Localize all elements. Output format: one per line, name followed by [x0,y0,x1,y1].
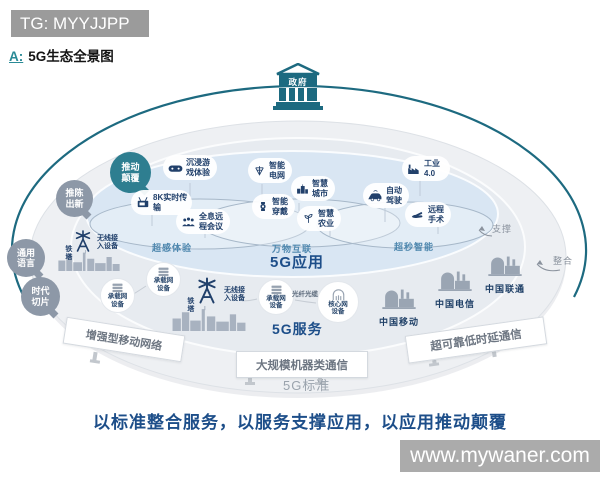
app-smart-grid: 智能电网 [248,158,292,184]
zone-label-5g-service: 5G服务 [272,321,323,337]
tv-icon [137,197,149,208]
tg-badge: TG: MYYJJPP [11,10,149,37]
zone-label-5g-standard: 5G标准 [283,378,331,393]
iron-tower-label: 铁塔 [65,246,73,261]
factory-icon [408,164,419,174]
app-immersive-gaming: 沉浸游戏体验 [163,155,217,181]
app-holographic-meeting: 全息远程会议 [176,209,230,235]
bubble-disruption-label: 推动颠覆 [121,162,140,183]
section-title: 5G生态全景图 [28,49,114,64]
power-grid-icon [255,166,264,176]
car-icon [368,190,382,202]
surgery-hand-icon [411,212,423,219]
wireless-access-label: 无线接入设备 [97,235,118,251]
app-industry-40: 工业4.0 [402,156,450,182]
government-building-icon [273,62,323,110]
carrier-china-telecom: 中国电信 [428,266,482,310]
iron-tower-icon [73,230,93,252]
app-label: 智能穿戴 [272,197,288,216]
node-label: 核心网设备 [328,300,348,315]
annotation-integrate: 整合 [553,256,574,266]
plant-building-icon [435,266,475,291]
watermark: www.mywaner.com [400,440,600,472]
carrier-china-mobile: 中国移动 [372,284,426,328]
core-network-icon [332,288,344,300]
app-ellipse-label-iot: 万物互联 [272,244,313,254]
watch-icon [260,202,266,212]
app-label: 8K实时传输 [153,193,188,212]
bubble-era-slice: 时代切片 [21,277,60,316]
section-letter: A: [9,49,24,64]
app-8k-transmission: 8K实时传输 [131,190,193,216]
node-label: 承载网设备 [107,293,128,308]
node-core-network: 核心网设备 [317,281,359,323]
annotation-support: 支撑 [492,224,513,234]
carrier-label: 中国联通 [484,284,525,294]
plant-building-icon [485,251,525,276]
tg-badge-text: TG: MYYJJPP [20,13,130,33]
server-stack-icon [271,285,281,294]
app-ellipse-label-supersense: 超感体验 [152,243,193,253]
fiber-optic-label: 光纤光缆 [292,291,318,298]
node-label: 承载网设备 [266,294,286,309]
gamepad-icon [168,165,183,172]
plant-building-icon [379,284,419,309]
tower-cluster-center: 铁塔 无线接入设备 [170,274,265,332]
app-smart-wearable: 智能穿戴 [252,194,295,220]
node-bearer-network-3: 承载网设备 [258,279,294,315]
app-label: 自动驾驶 [386,186,402,205]
node-bearer-network-1: 承载网设备 [100,278,135,313]
government-label: 政府 [288,77,308,87]
government-building: 政府 [269,62,327,110]
bubble-disruption: 推动颠覆 [110,152,151,193]
node-label: 承载网设备 [153,277,174,292]
app-smart-agriculture: 智慧农业 [297,206,341,232]
bubble-common-language: 通用语言 [7,239,45,277]
tower-cluster-left: 铁塔 无线接入设备 [55,228,135,274]
agriculture-icon [304,214,313,223]
bubble-common-language-label: 通用语言 [16,247,35,268]
node-bearer-network-2: 承载网设备 [146,262,181,297]
meeting-icon [182,217,195,227]
zone-label-5g-application: 5G应用 [270,254,325,271]
section-heading: A: 5G生态全景图 [9,45,114,65]
app-autonomous-driving: 自动驾驶 [363,183,409,209]
carrier-label: 中国移动 [378,317,419,327]
server-stack-icon [112,283,123,293]
iron-tower-icon [195,277,219,304]
app-label: 远程手术 [428,205,444,224]
app-label: 工业4.0 [424,159,440,178]
bubble-era-slice-label: 时代切片 [31,286,50,307]
banner-massive-machine-communication: 大规模机器类通信 [236,351,368,378]
app-label: 智慧城市 [312,179,328,198]
server-stack-icon [158,267,169,277]
app-label: 智能电网 [269,161,285,180]
carrier-china-unicom: 中国联通 [478,251,532,295]
app-smart-city: 智慧城市 [291,176,335,202]
bubble-innovation: 推陈出新 [56,180,93,217]
bottom-slogan: 以标准整合服务，以服务支撑应用，以应用推动颠覆 [93,413,507,432]
app-remote-surgery: 远程手术 [405,202,451,228]
city-icon [297,183,308,194]
carrier-label: 中国电信 [434,299,475,309]
app-label: 全息远程会议 [199,212,223,231]
app-label: 智慧农业 [318,209,334,228]
app-label: 沉浸游戏体验 [186,158,210,177]
wireless-access-label: 无线接入设备 [224,287,245,303]
iron-tower-label: 铁塔 [187,298,195,313]
app-ellipse-label-supersecond: 超秒智能 [394,242,435,252]
bubble-innovation-label: 推陈出新 [65,188,84,209]
